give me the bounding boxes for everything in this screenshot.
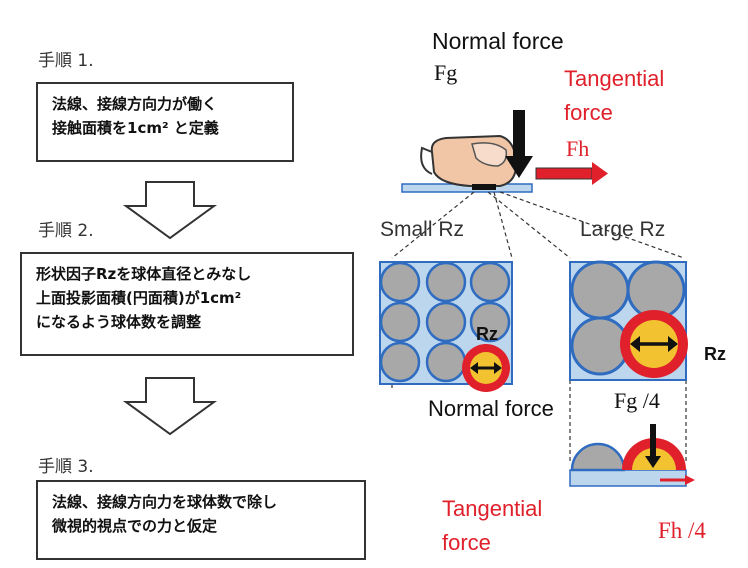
step-1-line-2: 接触面積を1cm² と定義 [52,119,219,137]
normal-force-arrow-shaft [513,110,525,156]
tangential-force-arrow-head [592,162,608,185]
step-2-box: 形状因子Rzを球体直径とみなし 上面投影面積(円面積)が1cm² になるよう球体… [20,252,354,356]
small-rz-double-arrow-icon [470,362,502,374]
tangential-force-arrow-shaft [535,167,593,180]
step-3-box: 法線、接線方向力を球体数で除し 微視的視点での力と仮定 [36,480,366,560]
down-arrow-1 [122,181,218,240]
micro-surface [569,469,687,487]
large-rz-label: Large Rz [580,218,666,241]
rz-large-label: Rz [704,344,726,364]
step-1-label: 手順 1. [38,51,94,71]
contact-patch [472,184,496,190]
micro-normal-arrow-head [645,456,661,468]
normal-force-label-top: Normal force [432,28,564,54]
step-1-line-1: 法線、接線方向力が働く [52,95,218,113]
micro-normal-arrow-shaft [650,424,656,458]
step-2-line-1: 形状因子Rzを球体直径とみなし [36,265,252,283]
small-rz-label: Small Rz [380,218,465,241]
tangential-label-top-1: Tangential [564,66,665,91]
zoom-lines [391,191,687,462]
tangential-label-top-2: force [564,100,613,125]
step-3-line-2: 微視的視点での力と仮定 [52,517,218,535]
large-spheres [570,260,686,376]
step-3-line-1: 法線、接線方向力を球体数で除し [52,493,278,511]
normal-force-arrow-head [505,156,533,178]
normal-force-label-mid: Normal force [428,396,554,421]
micro-sphere-left [570,442,626,472]
down-arrow-2 [122,377,218,436]
fingernail-icon [471,142,508,167]
step-3-label: 手順 3. [38,457,94,477]
fg-quarter-label: Fg /4 [614,388,660,413]
fh-label: Fh [566,136,590,161]
step-2-line-3: になるよう球体数を調整 [36,313,202,331]
rz-small-label: Rz [476,324,498,344]
fh-quarter-label: Fh /4 [658,518,706,543]
step-2-line-2: 上面投影面積(円面積)が1cm² [36,289,242,307]
step-2-label: 手順 2. [38,221,94,241]
tangential-label-bottom-1: Tangential [442,496,543,521]
small-spheres [379,261,511,383]
large-rz-double-arrow-icon [630,336,678,352]
fg-label: Fg [434,60,458,85]
step-1-box: 法線、接線方向力が働く 接触面積を1cm² と定義 [36,82,294,162]
tangential-label-bottom-2: force [442,530,491,555]
